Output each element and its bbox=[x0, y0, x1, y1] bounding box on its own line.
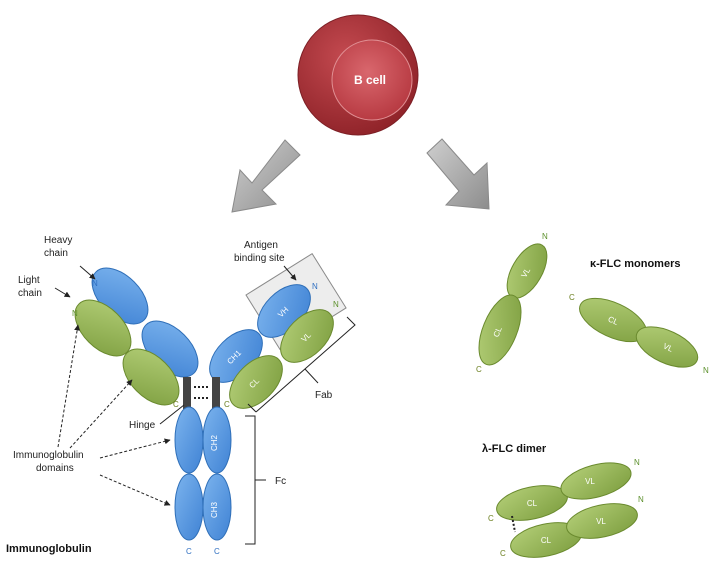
immunoglobulin-title: Immunoglobulin bbox=[6, 543, 92, 555]
ig-domain-pointer-2 bbox=[69, 379, 133, 449]
fab-bracket bbox=[247, 316, 356, 413]
kappa-monomer-1 bbox=[478, 243, 548, 366]
fc-region bbox=[174, 406, 232, 541]
fab-label: Fab bbox=[315, 390, 333, 401]
fc-label: Fc bbox=[275, 476, 286, 487]
ig-domains-label-1: Immunoglobulin bbox=[13, 450, 84, 461]
ch2-domain-right bbox=[202, 406, 232, 474]
lambda2-terminal-n: N bbox=[638, 495, 644, 504]
ch3-label: CH3 bbox=[210, 501, 219, 518]
b-cell: B cell bbox=[297, 14, 419, 136]
lambda2-cl-label: CL bbox=[541, 536, 552, 545]
lambda-chain-1 bbox=[496, 462, 632, 521]
kappa2-vl-domain bbox=[635, 326, 699, 368]
lambda2-vl-domain bbox=[566, 503, 638, 539]
light-chain-label-1: Light bbox=[18, 275, 40, 286]
lambda-disulfide-bond bbox=[511, 515, 516, 533]
lambda-title: λ-FLC dimer bbox=[482, 443, 547, 455]
lambda1-vl-domain bbox=[560, 462, 632, 500]
hinge-label: Hinge bbox=[129, 420, 156, 431]
light-chain-label-2: chain bbox=[18, 288, 42, 299]
ch3-domain-left bbox=[174, 473, 204, 541]
kappa-monomer-2 bbox=[579, 297, 699, 368]
lambda-chain-2 bbox=[510, 503, 638, 558]
lambda1-cl-label: CL bbox=[527, 499, 538, 508]
lambda2-terminal-c: C bbox=[500, 549, 506, 558]
kappa2-cl-label: CL bbox=[607, 314, 621, 327]
kappa-title: κ-FLC monomers bbox=[590, 258, 680, 270]
ch2-label: CH2 bbox=[210, 434, 219, 451]
vl-domain-left bbox=[74, 299, 132, 357]
terminal-n-light-left: N bbox=[72, 309, 78, 318]
kappa1-terminal-n: N bbox=[542, 232, 548, 241]
b-cell-label: B cell bbox=[354, 73, 386, 87]
arrow-right bbox=[426, 138, 490, 210]
ig-domains-label-2: domains bbox=[36, 463, 74, 474]
hinge-pointer bbox=[159, 404, 185, 425]
ig-domain-pointer-4 bbox=[99, 474, 171, 506]
kappa1-vl-label: VL bbox=[519, 266, 532, 279]
cl-domain-left bbox=[122, 348, 180, 406]
kappa2-vl-label: VL bbox=[662, 342, 675, 355]
terminal-c-light-right: C bbox=[224, 400, 230, 409]
light-chain-right-arm bbox=[229, 309, 334, 409]
terminal-c-light-left: C bbox=[173, 400, 179, 409]
lambda2-vl-label: VL bbox=[596, 517, 606, 526]
arrow-left bbox=[231, 139, 301, 213]
lambda1-terminal-n: N bbox=[634, 458, 640, 467]
terminal-c-heavy-left: C bbox=[186, 547, 192, 556]
ig-domain-pointer-1 bbox=[57, 324, 81, 448]
terminal-n-heavy-right: N bbox=[312, 282, 318, 291]
ig-domain-pointer-3 bbox=[99, 438, 171, 459]
antigen-pointer bbox=[283, 265, 297, 281]
light-chain-pointer bbox=[54, 287, 71, 298]
antigen-label-2: binding site bbox=[234, 253, 285, 264]
kappa1-cl-label: CL bbox=[492, 325, 504, 338]
light-chain-left-arm bbox=[74, 299, 180, 406]
vl-domain-right bbox=[280, 309, 334, 363]
heavy-chain-pointer bbox=[79, 265, 96, 280]
kappa1-terminal-c: C bbox=[476, 365, 482, 374]
lambda1-vl-label: VL bbox=[585, 477, 595, 486]
ch3-domain-right bbox=[202, 473, 232, 541]
terminal-n-heavy-left: N bbox=[92, 279, 98, 288]
terminal-n-light-right: N bbox=[333, 300, 339, 309]
hinge bbox=[183, 377, 220, 409]
terminal-c-heavy-right: C bbox=[214, 547, 220, 556]
kappa1-cl-domain bbox=[478, 294, 522, 366]
antigen-label-1: Antigen bbox=[244, 240, 278, 251]
heavy-chain-label-1: Heavy bbox=[44, 235, 72, 246]
kappa2-terminal-c: C bbox=[569, 293, 575, 302]
cl-domain-right bbox=[229, 355, 283, 409]
fc-bracket bbox=[245, 415, 256, 545]
kappa2-terminal-n: N bbox=[703, 366, 709, 375]
lambda1-terminal-c: C bbox=[488, 514, 494, 523]
ch2-domain-left bbox=[174, 406, 204, 474]
heavy-chain-label-2: chain bbox=[44, 248, 68, 259]
